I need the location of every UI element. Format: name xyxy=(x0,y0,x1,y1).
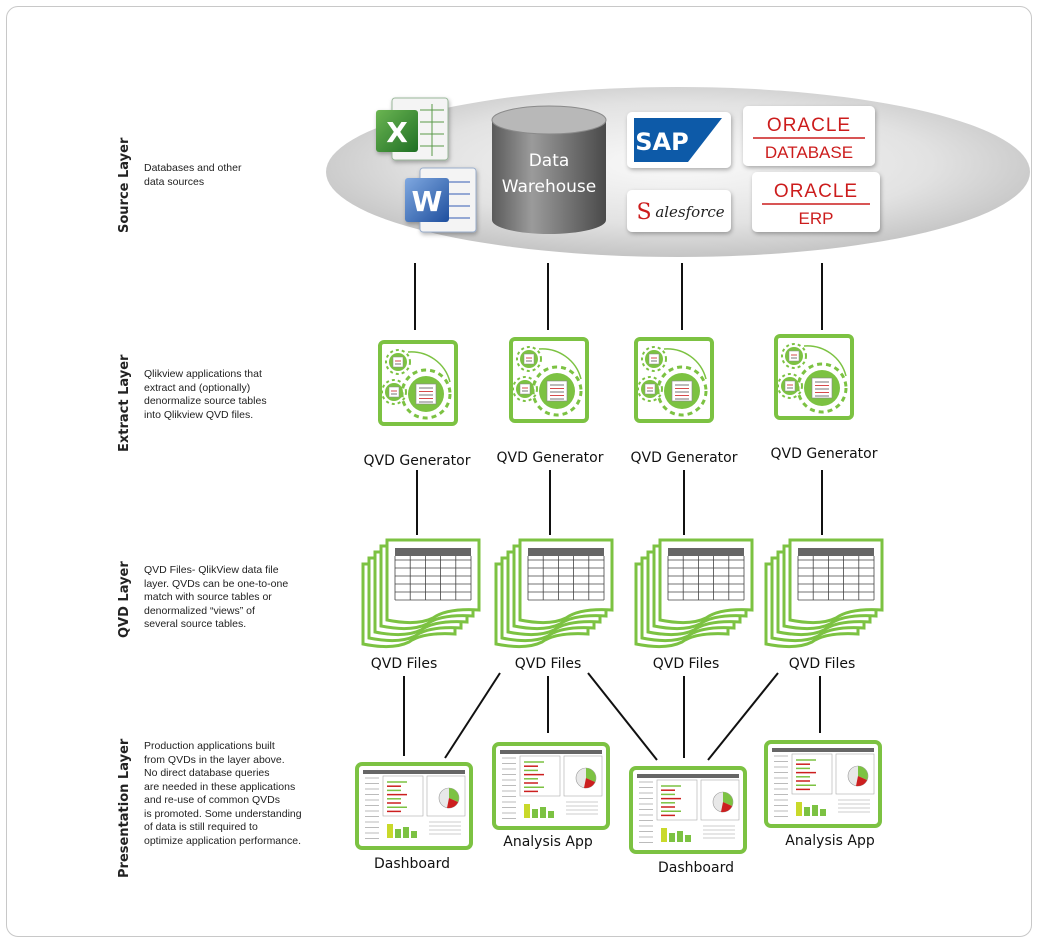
oracle-db-brand: ORACLE xyxy=(767,115,851,136)
oracle-erp-product: ERP xyxy=(799,209,834,228)
connectors xyxy=(403,263,823,761)
app-screenshot-icon xyxy=(629,766,747,854)
word-icon: W xyxy=(405,167,477,233)
extract-layer-title: Extract Layer xyxy=(117,354,132,452)
excel-icon: X xyxy=(376,97,449,161)
source-layer-title: Source Layer xyxy=(117,137,132,233)
connector-qvd2-dash2 xyxy=(587,672,658,761)
app-label-1: Dashboard xyxy=(374,856,450,872)
qvd-file-stack-icon xyxy=(361,538,481,649)
connector-qvd2-dash1 xyxy=(444,672,501,759)
oracle-db-product: DATABASE xyxy=(765,143,853,162)
app-label-3: Dashboard xyxy=(658,860,734,876)
sap-logo: SAP xyxy=(627,112,731,168)
qvd-files-label-2: QVD Files xyxy=(515,656,582,672)
data-warehouse-label-line2: Warehouse xyxy=(502,177,596,197)
generator-label-3: QVD Generator xyxy=(631,450,738,466)
oracle-database-logo: ORACLE DATABASE xyxy=(743,106,875,166)
qvd-file-stack-icon xyxy=(494,538,614,649)
qvd-generator-icon xyxy=(634,337,714,423)
qvd-files-label-3: QVD Files xyxy=(653,656,720,672)
oracle-erp-brand: ORACLE xyxy=(774,181,858,202)
apps-group xyxy=(355,740,882,854)
app-screenshot-icon xyxy=(355,762,473,850)
salesforce-s: S xyxy=(636,200,651,225)
qvd-generator-icon xyxy=(378,340,458,426)
qvd-files-label-4: QVD Files xyxy=(789,656,856,672)
generators-group xyxy=(378,334,854,426)
data-warehouse-icon: Data Warehouse xyxy=(491,105,607,234)
salesforce-logo: S alesforce xyxy=(627,190,731,232)
sap-text: SAP xyxy=(635,128,688,156)
excel-letter: X xyxy=(386,116,408,149)
salesforce-text: alesforce xyxy=(655,203,724,221)
presentation-layer-title: Presentation Layer xyxy=(117,738,132,878)
qvd-layer-title: QVD Layer xyxy=(117,561,132,638)
qvd-generator-icon xyxy=(509,337,589,423)
qvd-file-stack-icon xyxy=(634,538,754,649)
generator-label-1: QVD Generator xyxy=(364,453,471,469)
app-screenshot-icon xyxy=(492,742,610,830)
generator-label-4: QVD Generator xyxy=(771,446,878,462)
word-letter: W xyxy=(412,185,443,218)
app-label-4: Analysis App xyxy=(785,833,875,849)
oracle-erp-logo: ORACLE ERP xyxy=(752,172,880,232)
connector-qvd4-dash2 xyxy=(707,672,779,761)
extract-layer-description: Qlikview applications that extract and (… xyxy=(144,368,267,421)
data-warehouse-label-line1: Data xyxy=(529,151,570,171)
source-layer-description: Databases and other data sources xyxy=(144,162,242,188)
app-screenshot-icon xyxy=(764,740,882,828)
qvd-generator-icon xyxy=(774,334,854,420)
presentation-layer-description: Production applications built from QVDs … xyxy=(144,740,302,847)
qvd-files-label-1: QVD Files xyxy=(371,656,438,672)
qvd-stacks-group xyxy=(361,538,884,649)
app-label-2: Analysis App xyxy=(503,834,593,850)
generator-label-2: QVD Generator xyxy=(497,450,604,466)
qvd-file-stack-icon xyxy=(764,538,884,649)
qvd-layer-description: QVD Files- QlikView data file layer. QVD… xyxy=(144,564,289,630)
